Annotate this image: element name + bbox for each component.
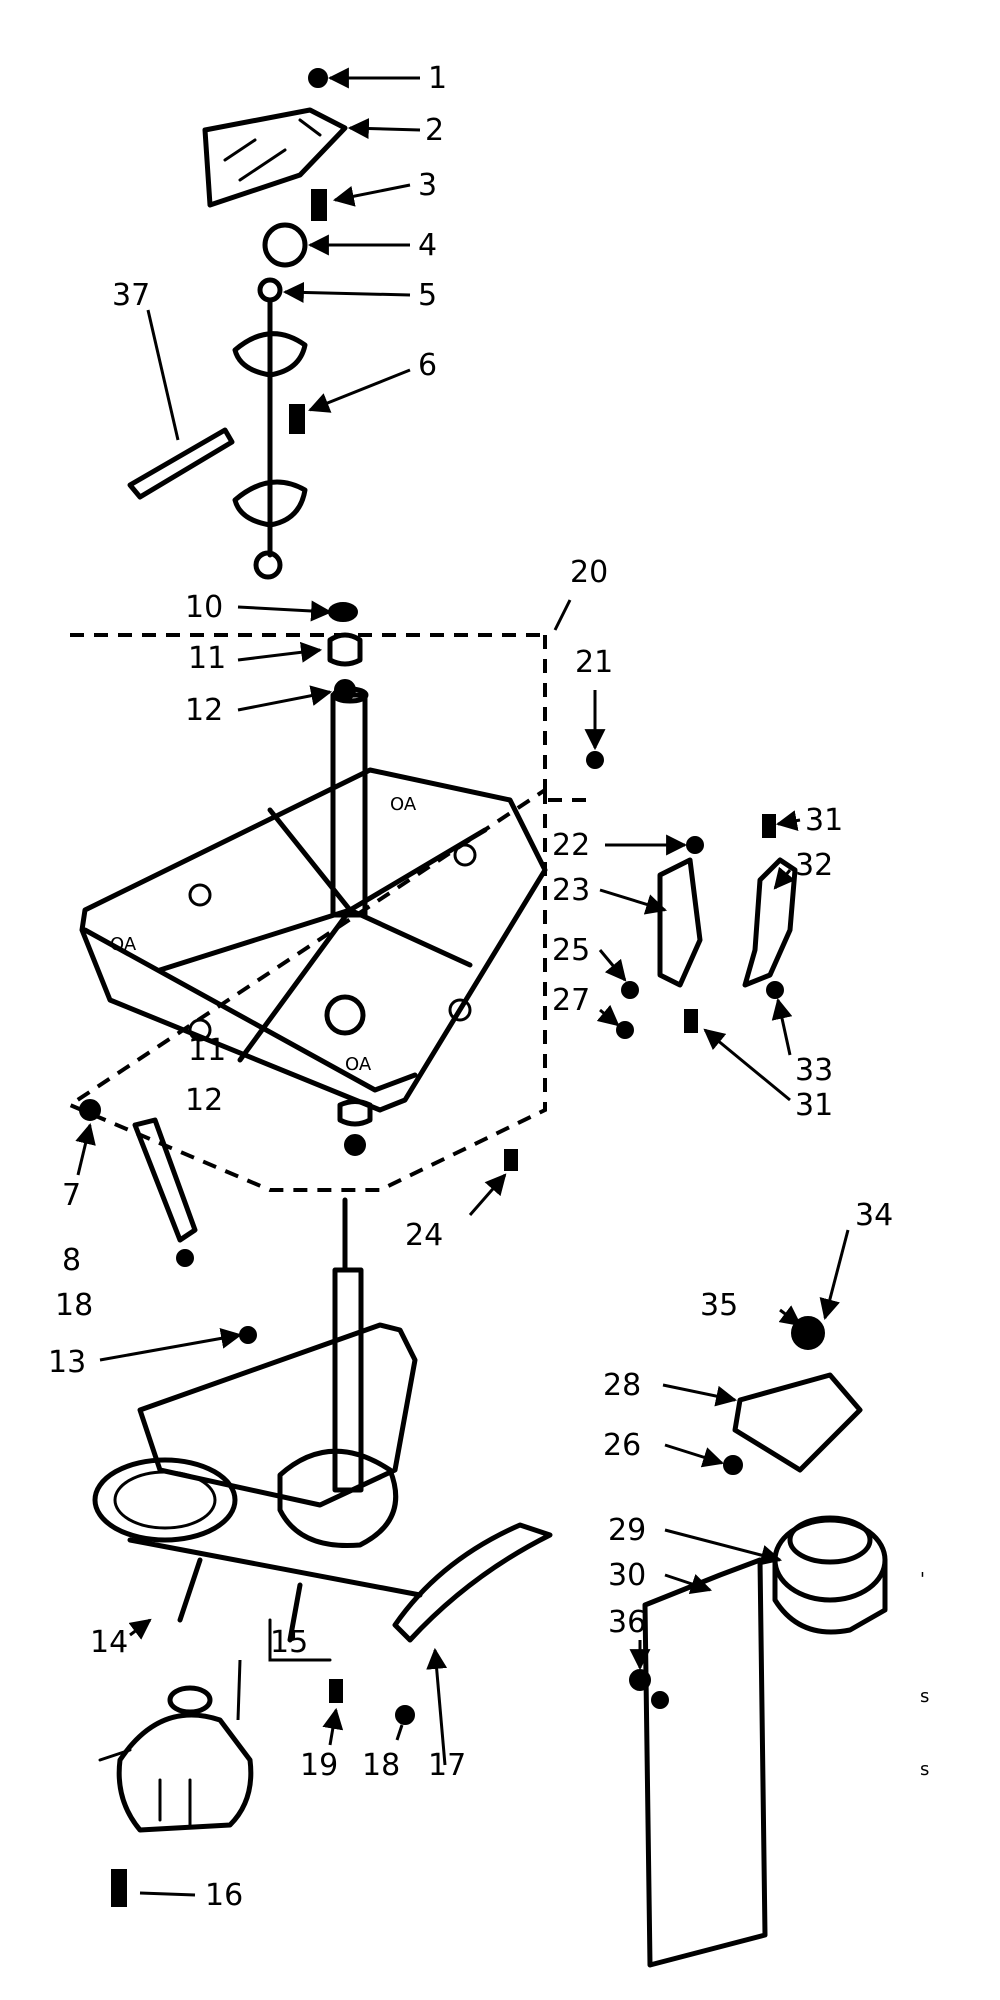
callout-24: 24 xyxy=(405,1218,443,1253)
agitator-shaft-part xyxy=(232,297,308,580)
bearing-part xyxy=(327,632,363,667)
bearing-part xyxy=(337,1099,373,1127)
bolt-part xyxy=(311,189,327,221)
callout-28: 28 xyxy=(603,1368,641,1403)
nut-part xyxy=(723,1455,743,1475)
edge-mark-1: ' xyxy=(920,1569,925,1590)
callout-22: 22 xyxy=(552,828,590,863)
nut-part xyxy=(616,1021,634,1039)
nut-part xyxy=(176,1249,194,1267)
plate-marking-2: OA xyxy=(110,934,137,955)
callout-11-lower: 11 xyxy=(188,1033,226,1068)
callout-14: 14 xyxy=(90,1625,128,1660)
motor-part xyxy=(772,1515,888,1635)
callout-30: 30 xyxy=(608,1558,646,1593)
motor-mount-part xyxy=(732,1372,863,1473)
nut-part xyxy=(239,1326,257,1344)
callout-31-lower: 31 xyxy=(795,1088,833,1123)
callout-35: 35 xyxy=(700,1288,738,1323)
callout-10: 10 xyxy=(185,590,223,625)
callout-21: 21 xyxy=(575,645,613,680)
callout-3: 3 xyxy=(418,168,437,203)
callout-33: 33 xyxy=(795,1053,833,1088)
pump-part xyxy=(98,1685,254,1833)
callout-2: 2 xyxy=(425,113,444,148)
screw-part xyxy=(79,1099,101,1121)
callout-6: 6 xyxy=(418,348,437,383)
edge-mark-3: s xyxy=(920,1759,929,1780)
callout-18-lower: 18 xyxy=(362,1748,400,1783)
screw-part xyxy=(329,1679,343,1703)
callout-5: 5 xyxy=(418,278,437,313)
ring-part xyxy=(344,1134,366,1156)
callout-15: 15 xyxy=(270,1625,308,1660)
callout-17: 17 xyxy=(428,1748,466,1783)
callout-29: 29 xyxy=(608,1513,646,1548)
callout-20: 20 xyxy=(570,555,608,590)
callout-23: 23 xyxy=(552,873,590,908)
screw-part xyxy=(762,814,776,838)
callout-19: 19 xyxy=(300,1748,338,1783)
nut-part xyxy=(308,68,328,88)
callout-13: 13 xyxy=(48,1345,86,1380)
callout-18: 18 xyxy=(55,1288,93,1323)
callout-25: 25 xyxy=(552,933,590,968)
top-bracket-part xyxy=(202,107,348,208)
nut-part xyxy=(686,836,704,854)
pin-part xyxy=(127,427,235,500)
screw-part xyxy=(289,404,305,434)
nut-part xyxy=(766,981,784,999)
callout-32: 32 xyxy=(795,848,833,883)
capacitor-plate-part xyxy=(629,1557,768,1968)
callout-1: 1 xyxy=(428,61,447,96)
drive-belt-part xyxy=(392,1522,553,1643)
plate-marking-1: OA xyxy=(390,794,417,815)
plate-marking-3: OA xyxy=(345,1054,372,1075)
callout-labels: 1 2 3 4 5 6 37 10 11 12 20 21 22 23 31 3… xyxy=(48,61,929,1913)
spring-clip-part xyxy=(742,857,798,988)
callout-11: 11 xyxy=(188,641,226,676)
clamp-part xyxy=(132,1117,198,1243)
callout-26: 26 xyxy=(603,1428,641,1463)
washer-part xyxy=(621,981,639,999)
drive-base-plate: OA OA OA xyxy=(79,686,548,1113)
callout-12: 12 xyxy=(185,693,223,728)
seal-part xyxy=(328,602,358,622)
callout-36: 36 xyxy=(608,1605,646,1640)
nut-part xyxy=(395,1705,415,1725)
ring-part xyxy=(334,679,356,701)
callout-16: 16 xyxy=(205,1878,243,1913)
screw-part xyxy=(111,1869,127,1907)
screw-part xyxy=(504,1149,518,1171)
screw-part xyxy=(684,1009,698,1033)
callout-37: 37 xyxy=(112,278,150,313)
switch-bracket-part xyxy=(657,857,703,988)
washer-part xyxy=(257,277,283,303)
base-assembly-outline xyxy=(65,633,590,1192)
callout-31: 31 xyxy=(805,803,843,838)
callout-12-lower: 12 xyxy=(185,1083,223,1118)
callout-7: 7 xyxy=(62,1178,81,1213)
bushing-part xyxy=(262,222,308,268)
edge-mark-2: s xyxy=(920,1686,929,1707)
callout-8: 8 xyxy=(62,1243,81,1278)
callout-4: 4 xyxy=(418,228,437,263)
callout-27: 27 xyxy=(552,983,590,1018)
leader-lines xyxy=(75,67,850,1897)
callout-34: 34 xyxy=(855,1198,893,1233)
transmission-assembly xyxy=(92,1197,423,1662)
nut-part xyxy=(586,751,604,769)
